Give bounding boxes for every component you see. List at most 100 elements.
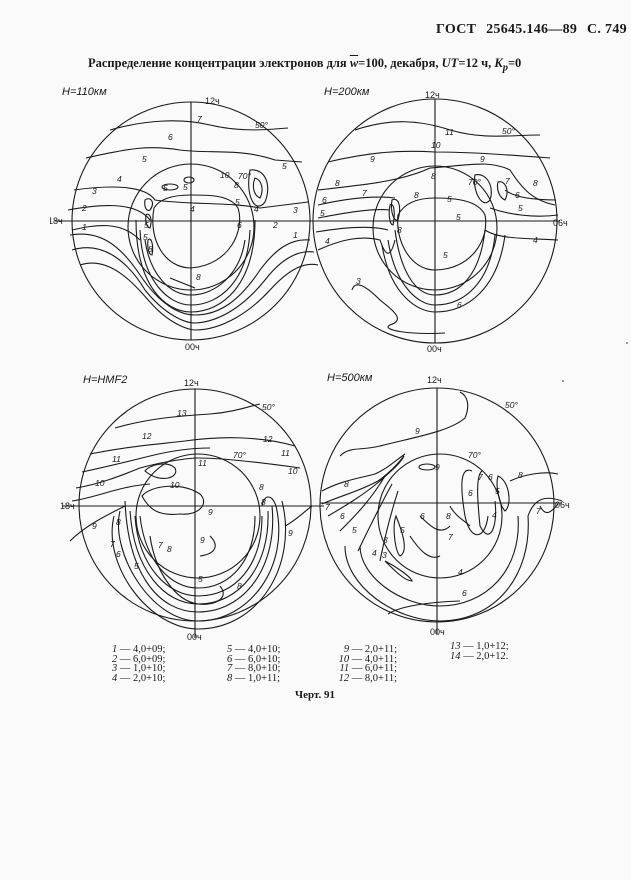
legend-value: — 6,0+09; xyxy=(117,653,166,665)
hour-label-12: 12ч xyxy=(427,376,442,385)
lat-label-50: 50° xyxy=(255,120,268,130)
legend-column-1: 1 — 4,0+09; 2 — 6,0+09; 3 — 1,0+10; 4 — … xyxy=(112,644,166,684)
contour-label: 12 xyxy=(263,434,273,444)
legend-value: — 6,0+10; xyxy=(232,653,281,665)
legend-value: — 4,0+10; xyxy=(232,644,281,655)
legend-item: 10 — 4,0+11; xyxy=(337,653,397,665)
contour-label: 9 xyxy=(200,535,205,545)
figure-caption: Черт. 91 xyxy=(295,689,336,701)
contour-label: 4 xyxy=(533,235,538,245)
legend-value: — 2,0+11; xyxy=(349,644,397,655)
legend-column-4: 13 — 1,0+12; 14 — 2,0+12. xyxy=(450,641,509,662)
contour-label: 7 xyxy=(158,540,163,550)
polar-plot-110km: 12ч 00ч 18ч 50° 70° 7 6 5 5 4 3 2 1 5 5 … xyxy=(50,96,324,352)
contour-label: 8 xyxy=(344,479,349,489)
contour-label: 8 xyxy=(116,517,121,527)
contour-label: 5 xyxy=(235,197,240,207)
contour-label: 5 xyxy=(134,561,139,571)
plot-label-hmf2: H=HMF2 xyxy=(83,374,128,386)
legend-item: 13 — 1,0+12; xyxy=(450,641,509,652)
contour-label: 6 xyxy=(116,549,121,559)
legend-value: — 2,0+12. xyxy=(460,650,509,662)
scan-speck xyxy=(626,342,628,344)
contour-label: 5 xyxy=(163,183,168,193)
contour-label: 6 xyxy=(468,488,473,498)
hour-label-18: 18ч xyxy=(50,216,63,226)
contour-label: 5 xyxy=(142,154,147,164)
contour-label: 9 xyxy=(92,521,97,531)
scan-speck xyxy=(562,380,564,382)
legend-column-3: 9 — 2,0+11; 10 — 4,0+11; 11 — 6,0+11; 12… xyxy=(337,644,397,683)
contour-label: 6 xyxy=(515,190,520,200)
contour-label: 2 xyxy=(81,203,87,213)
contour-label: 7 xyxy=(197,114,202,124)
lat-label-50: 50° xyxy=(505,400,518,410)
contour-label: 4 xyxy=(372,548,377,558)
contour-label: 8 xyxy=(335,178,340,188)
hour-label-00: 00ч xyxy=(185,342,200,352)
lat-label-70: 70° xyxy=(238,171,251,181)
contour-label: 7 xyxy=(478,472,483,482)
legend-item: 4 — 2,0+10; xyxy=(112,673,165,684)
contour-label: 5 xyxy=(144,220,149,230)
legend-index: 5 xyxy=(227,644,233,655)
contour-label: 5 xyxy=(495,486,500,496)
contour-label: 6 xyxy=(322,195,327,205)
title-w-value: =100, декабря, xyxy=(358,56,442,70)
contour-label: 8 xyxy=(196,272,201,282)
contour-label: 7 xyxy=(325,502,330,512)
hour-label-12: 12ч xyxy=(205,96,220,106)
legend-index: 10 xyxy=(338,653,350,665)
legend-value: — 1,0+12; xyxy=(460,641,509,652)
contour-label: 9 xyxy=(480,154,485,164)
page-header: ГОСТ 25645.146—89 С. 749 xyxy=(436,22,627,38)
legend-index: 9 xyxy=(343,644,350,655)
title-kp-sub: p xyxy=(502,62,508,74)
contour-label: 5 xyxy=(198,574,203,584)
contour-label: 13 xyxy=(177,408,187,418)
contour-label: 1 xyxy=(82,222,87,232)
hour-label-00: 00ч xyxy=(427,344,442,354)
legend-item: 11 — 6,0+11; xyxy=(337,663,397,675)
legend-index: 14 xyxy=(450,650,461,662)
legend-index: 1 xyxy=(112,644,118,655)
legend-value: — 4,0+09; xyxy=(117,644,166,655)
contour-label: 7 xyxy=(110,539,115,549)
contour-label: 11 xyxy=(445,127,454,137)
contour-label: 11 xyxy=(112,454,121,464)
legend-index: 6 xyxy=(227,653,233,665)
title-ut-symbol: UT xyxy=(441,56,459,70)
contour-label: 7 xyxy=(362,188,367,198)
contour-label: 6 xyxy=(237,220,242,230)
contour-label: 7 xyxy=(536,506,541,516)
contour-label: 9 xyxy=(208,507,213,517)
legend-index: 13 xyxy=(450,641,461,652)
contour-label: 8 xyxy=(446,511,451,521)
contour-label: 5 xyxy=(456,212,461,222)
contour-label: 3 xyxy=(293,205,298,215)
legend-value: — 6,0+11; xyxy=(349,663,397,675)
contour-label: 9 xyxy=(288,528,293,538)
contour-label: 10 xyxy=(220,170,230,180)
legend-item: 3 — 1,0+10; xyxy=(112,663,165,674)
legend-value: — 1,0+11; xyxy=(232,672,281,684)
contour-label: 5 xyxy=(400,525,405,535)
contour-label: 4 xyxy=(117,174,122,184)
contour-label: 10 xyxy=(288,466,298,476)
contour-label: 4 xyxy=(190,204,195,214)
contour-label: 8 xyxy=(397,225,402,235)
lat-label-50: 50° xyxy=(502,126,515,136)
contour-label: 3 xyxy=(383,535,388,545)
contour-label: 8 xyxy=(259,482,264,492)
contour-label: 4 xyxy=(254,204,259,214)
contour-label: 7 xyxy=(448,532,453,542)
title-ut-value: =12 ч, xyxy=(458,56,495,70)
title-kp-symbol: K xyxy=(494,56,503,70)
contour-label: 6 xyxy=(340,511,345,521)
title-kp-value: =0 xyxy=(507,56,522,70)
legend-item: 14 — 2,0+12. xyxy=(450,650,509,662)
title-w-symbol: w xyxy=(349,56,359,70)
contour-label: 4 xyxy=(325,236,330,246)
hour-label-18: 18ч xyxy=(60,501,75,511)
polar-plot-hmf2: 12ч 00ч 18ч 50° 70° 13 12 12 11 11 10 10… xyxy=(60,378,324,642)
